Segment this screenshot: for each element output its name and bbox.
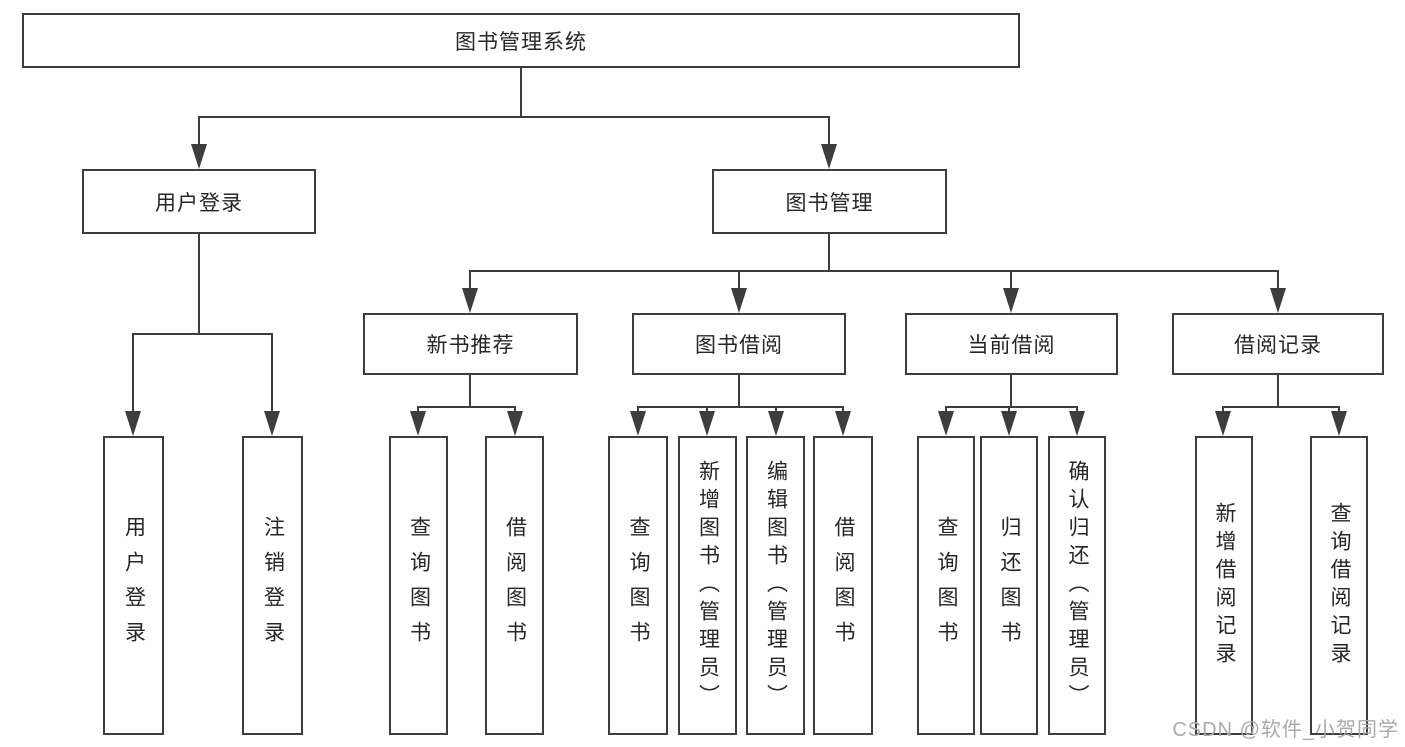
node-label: 借阅记录 — [1234, 334, 1322, 357]
leaf-query-books-current: 查询图书 — [917, 436, 975, 735]
leaf-label: 查询图书 — [627, 515, 650, 656]
leaf-return-book: 归还图书 — [980, 436, 1038, 735]
leaf-label: 确认归还（管理员） — [1066, 459, 1089, 712]
leaf-borrow-books-recommend: 借阅图书 — [485, 436, 544, 735]
leaf-logout: 注销登录 — [242, 436, 303, 735]
leaf-label: 查询图书 — [935, 515, 958, 656]
leaf-borrow-books-borrow: 借阅图书 — [813, 436, 873, 735]
leaf-edit-book-admin: 编辑图书（管理员） — [746, 436, 805, 735]
node-label: 用户登录 — [155, 191, 243, 215]
arrowheads — [125, 144, 1347, 436]
node-label: 图书管理 — [785, 191, 874, 215]
leaf-label: 注销登录 — [261, 515, 285, 656]
node-label: 图书借阅 — [695, 334, 783, 357]
leaf-label: 编辑图书（管理员） — [764, 459, 788, 712]
node-borrow-records: 借阅记录 — [1172, 313, 1384, 375]
node-root-label: 图书管理系统 — [455, 30, 587, 54]
leaf-user-login: 用户登录 — [103, 436, 164, 735]
node-user-login: 用户登录 — [82, 169, 316, 234]
leaf-label: 用户登录 — [122, 515, 146, 656]
leaf-query-borrow-record: 查询借阅记录 — [1310, 436, 1368, 735]
leaf-query-books-borrow: 查询图书 — [608, 436, 668, 735]
node-label: 当前借阅 — [967, 334, 1056, 357]
leaf-label: 借阅图书 — [503, 515, 527, 656]
leaf-add-borrow-record: 新增借阅记录 — [1195, 436, 1253, 735]
node-book-management: 图书管理 — [712, 169, 947, 234]
node-current-borrow: 当前借阅 — [905, 313, 1118, 375]
csdn-watermark: CSDN @软件_小贺同学 — [1172, 719, 1399, 741]
node-book-borrow: 图书借阅 — [632, 313, 846, 375]
leaf-label: 查询图书 — [407, 515, 431, 656]
node-new-book-recommend: 新书推荐 — [363, 313, 578, 375]
connector-lines — [132, 67, 1340, 413]
leaf-label: 新增借阅记录 — [1213, 501, 1236, 670]
leaf-query-books-recommend: 查询图书 — [389, 436, 448, 735]
leaf-label: 新增图书（管理员） — [696, 459, 720, 712]
leaf-label: 归还图书 — [998, 515, 1021, 656]
leaf-add-book-admin: 新增图书（管理员） — [678, 436, 737, 735]
leaf-confirm-return-admin: 确认归还（管理员） — [1048, 436, 1106, 735]
node-label: 新书推荐 — [426, 334, 515, 357]
node-root: 图书管理系统 — [22, 13, 1020, 68]
leaf-label: 查询借阅记录 — [1328, 501, 1351, 670]
leaf-label: 借阅图书 — [832, 515, 855, 656]
